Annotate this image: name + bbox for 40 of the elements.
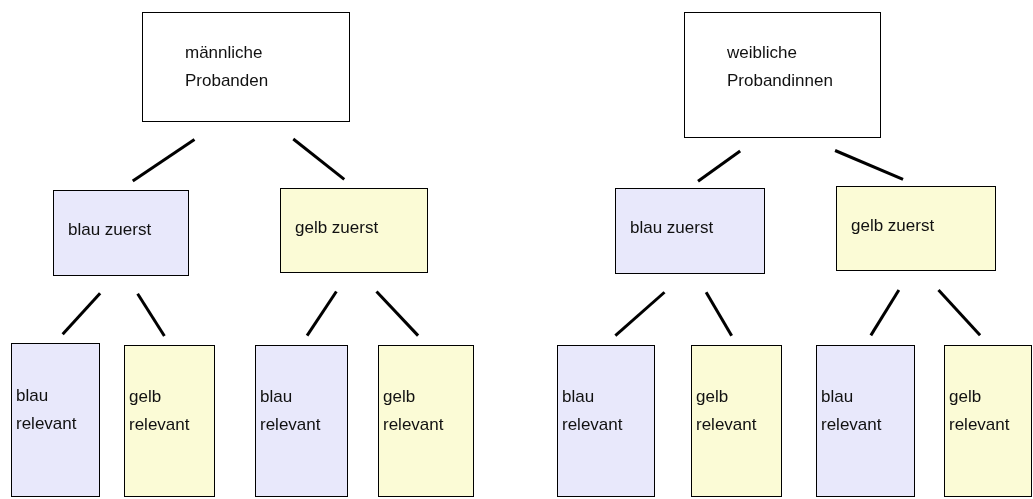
node-label: gelb relevant bbox=[949, 386, 1011, 436]
category-box bbox=[124, 345, 215, 497]
category-box bbox=[280, 188, 428, 273]
category-box bbox=[557, 345, 655, 497]
node-label: gelb relevant bbox=[696, 386, 758, 436]
category-box bbox=[691, 345, 782, 497]
connector-line bbox=[305, 290, 338, 337]
node-label: blau zuerst bbox=[68, 219, 152, 241]
connector-line bbox=[375, 290, 420, 337]
connector-line bbox=[136, 292, 166, 337]
category-box bbox=[11, 343, 100, 497]
node-label: gelb zuerst bbox=[295, 216, 379, 239]
category-box bbox=[836, 186, 996, 271]
group-box bbox=[684, 12, 881, 138]
node-label: blau zuerst bbox=[630, 217, 714, 239]
group-box bbox=[142, 12, 350, 122]
category-box bbox=[615, 188, 765, 274]
connector-line bbox=[704, 291, 733, 337]
node-label: blau relevant bbox=[562, 386, 624, 436]
category-box bbox=[255, 345, 348, 497]
node-label: weibliche Probandinnen bbox=[727, 42, 834, 92]
category-box bbox=[816, 345, 915, 497]
node-label: blau relevant bbox=[260, 386, 322, 436]
connector-line bbox=[61, 292, 102, 336]
connector-line bbox=[131, 138, 196, 183]
node-label: blau relevant bbox=[821, 386, 883, 436]
node-label: gelb zuerst bbox=[851, 214, 935, 237]
node-label: männliche Probanden bbox=[185, 42, 270, 92]
node-label: gelb relevant bbox=[129, 386, 191, 436]
connector-line bbox=[697, 149, 742, 183]
connector-line bbox=[834, 149, 904, 181]
category-box bbox=[378, 345, 474, 497]
connector-line bbox=[937, 289, 982, 337]
node-label: gelb relevant bbox=[383, 386, 445, 436]
category-box bbox=[944, 345, 1032, 497]
node-label: blau relevant bbox=[16, 385, 78, 435]
category-box bbox=[53, 190, 189, 276]
connector-line bbox=[869, 289, 901, 337]
connector-line bbox=[292, 137, 346, 181]
connector-line bbox=[614, 291, 666, 337]
